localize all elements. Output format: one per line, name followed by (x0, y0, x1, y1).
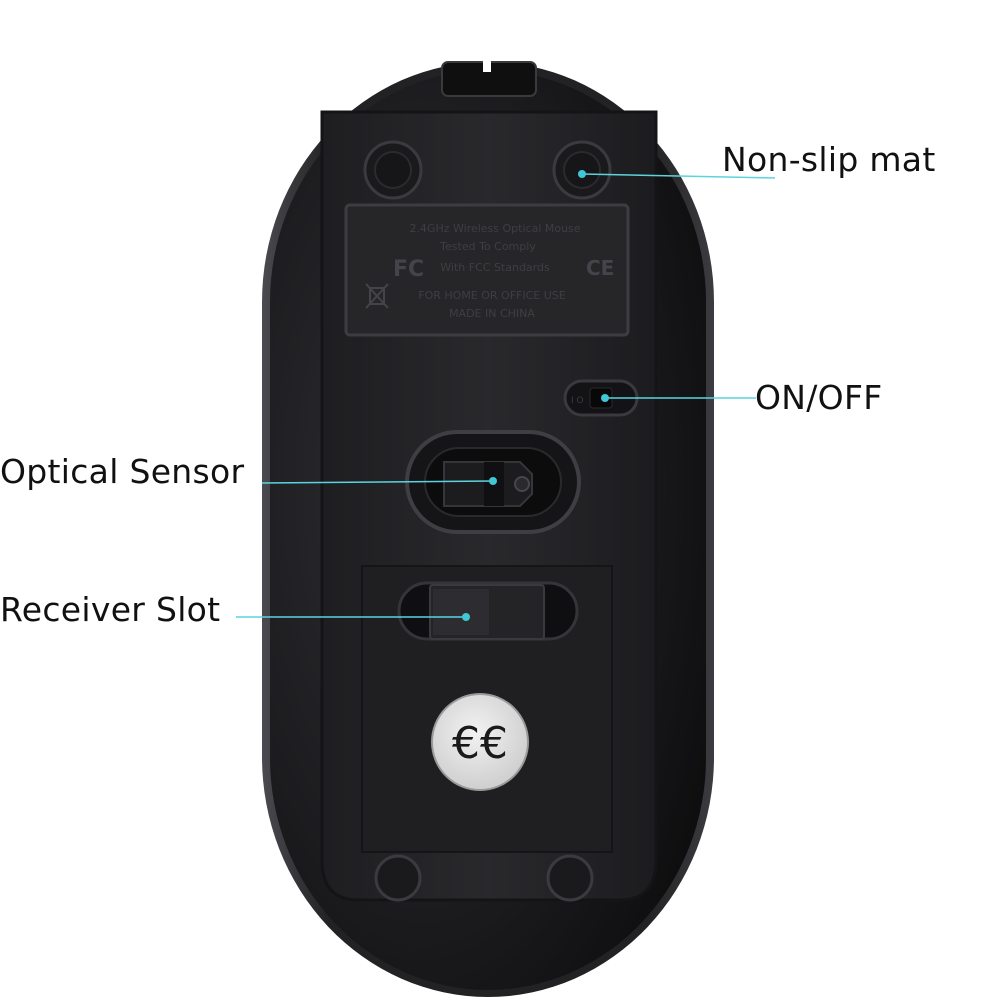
label-on-off: ON/OFF (755, 378, 883, 417)
non-slip-foot-top-left (363, 140, 423, 200)
label-line-5: MADE IN CHINA (449, 307, 535, 320)
leader-non-slip-mat (581, 173, 776, 179)
label-line-4: FOR HOME OR OFFICE USE (418, 289, 566, 302)
label-non-slip-mat: Non-slip mat (722, 140, 936, 179)
badge-mark: €€ (452, 718, 508, 769)
callout-lines (236, 173, 776, 618)
non-slip-foot-bottom-right (546, 854, 594, 902)
ce-mark: CE (586, 256, 614, 280)
weee-bin-icon (365, 283, 389, 309)
leader-optical-sensor (261, 480, 495, 484)
label-receiver-slot: Receiver Slot (0, 590, 221, 629)
callout-dots (462, 170, 609, 621)
dot-on-off (601, 394, 609, 402)
dot-receiver-slot (462, 613, 470, 621)
label-plate: 2.4GHz Wireless Optical Mouse Tested To … (344, 203, 630, 337)
non-slip-foot-bottom-left (374, 854, 422, 902)
fc-mark: FC (393, 257, 424, 282)
power-switch-marks: I O (571, 396, 584, 406)
label-line-1: 2.4GHz Wireless Optical Mouse (409, 222, 580, 235)
dot-optical-sensor (489, 477, 497, 485)
dot-non-slip-mat (578, 170, 586, 178)
certification-badge: €€ (431, 693, 529, 791)
label-line-3: With FCC Standards (440, 261, 550, 274)
top-notch (441, 58, 537, 97)
receiver-slot[interactable] (397, 581, 579, 641)
label-line-2: Tested To Comply (439, 240, 536, 253)
label-optical-sensor: Optical Sensor (0, 452, 245, 491)
